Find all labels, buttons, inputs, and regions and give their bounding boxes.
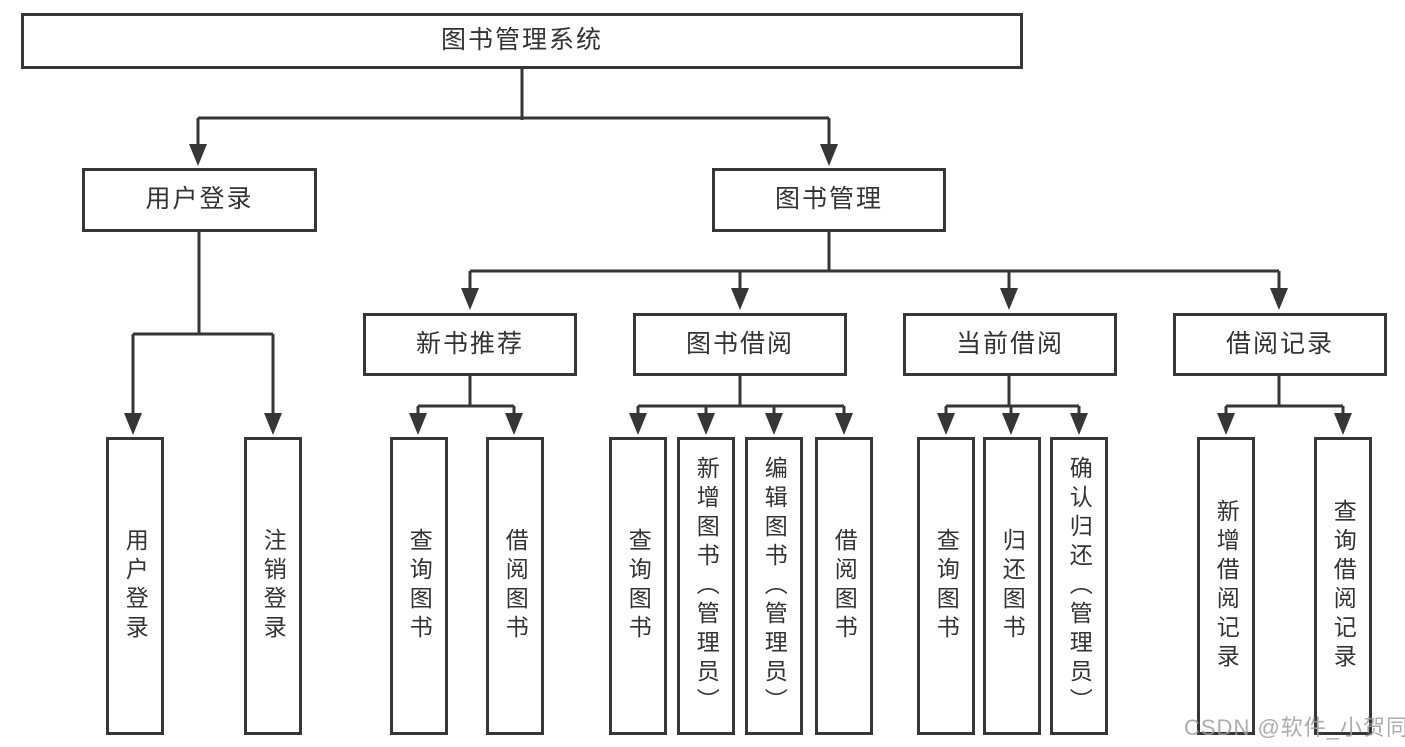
leaf-query-borrow-record: 查询借阅记录 xyxy=(1314,437,1372,735)
node-book-borrow: 图书借阅 xyxy=(633,313,847,376)
node-library-management-system: 图书管理系统 xyxy=(21,13,1023,69)
csdn-watermark: CSDN @软件_小贺同学 xyxy=(1184,715,1405,740)
leaf-add-borrow-record: 新增借阅记录 xyxy=(1197,437,1255,735)
leaf-edit-books-admin: 编辑图书（管理员） xyxy=(745,437,803,735)
node-new-book-recommend: 新书推荐 xyxy=(363,313,577,376)
leaf-query-books-3: 查询图书 xyxy=(917,437,975,735)
connector-lines xyxy=(131,68,1345,417)
leaf-confirm-return-admin: 确认归还（管理员） xyxy=(1050,437,1108,735)
leaf-query-books-1: 查询图书 xyxy=(390,437,448,735)
leaf-logout: 注销登录 xyxy=(244,437,302,735)
leaf-borrow-books-1: 借阅图书 xyxy=(486,437,544,735)
leaf-add-books-admin: 新增图书（管理员） xyxy=(677,437,735,735)
node-book-management: 图书管理 xyxy=(712,168,946,232)
arrowhead-icons xyxy=(124,144,1352,435)
leaf-return-books: 归还图书 xyxy=(983,437,1041,735)
node-borrow-records: 借阅记录 xyxy=(1173,313,1387,376)
leaf-user-login: 用户登录 xyxy=(106,437,164,735)
node-user-login: 用户登录 xyxy=(82,168,317,232)
node-current-borrow: 当前借阅 xyxy=(903,313,1117,376)
leaf-borrow-books-2: 借阅图书 xyxy=(815,437,873,735)
leaf-query-books-2: 查询图书 xyxy=(609,437,667,735)
